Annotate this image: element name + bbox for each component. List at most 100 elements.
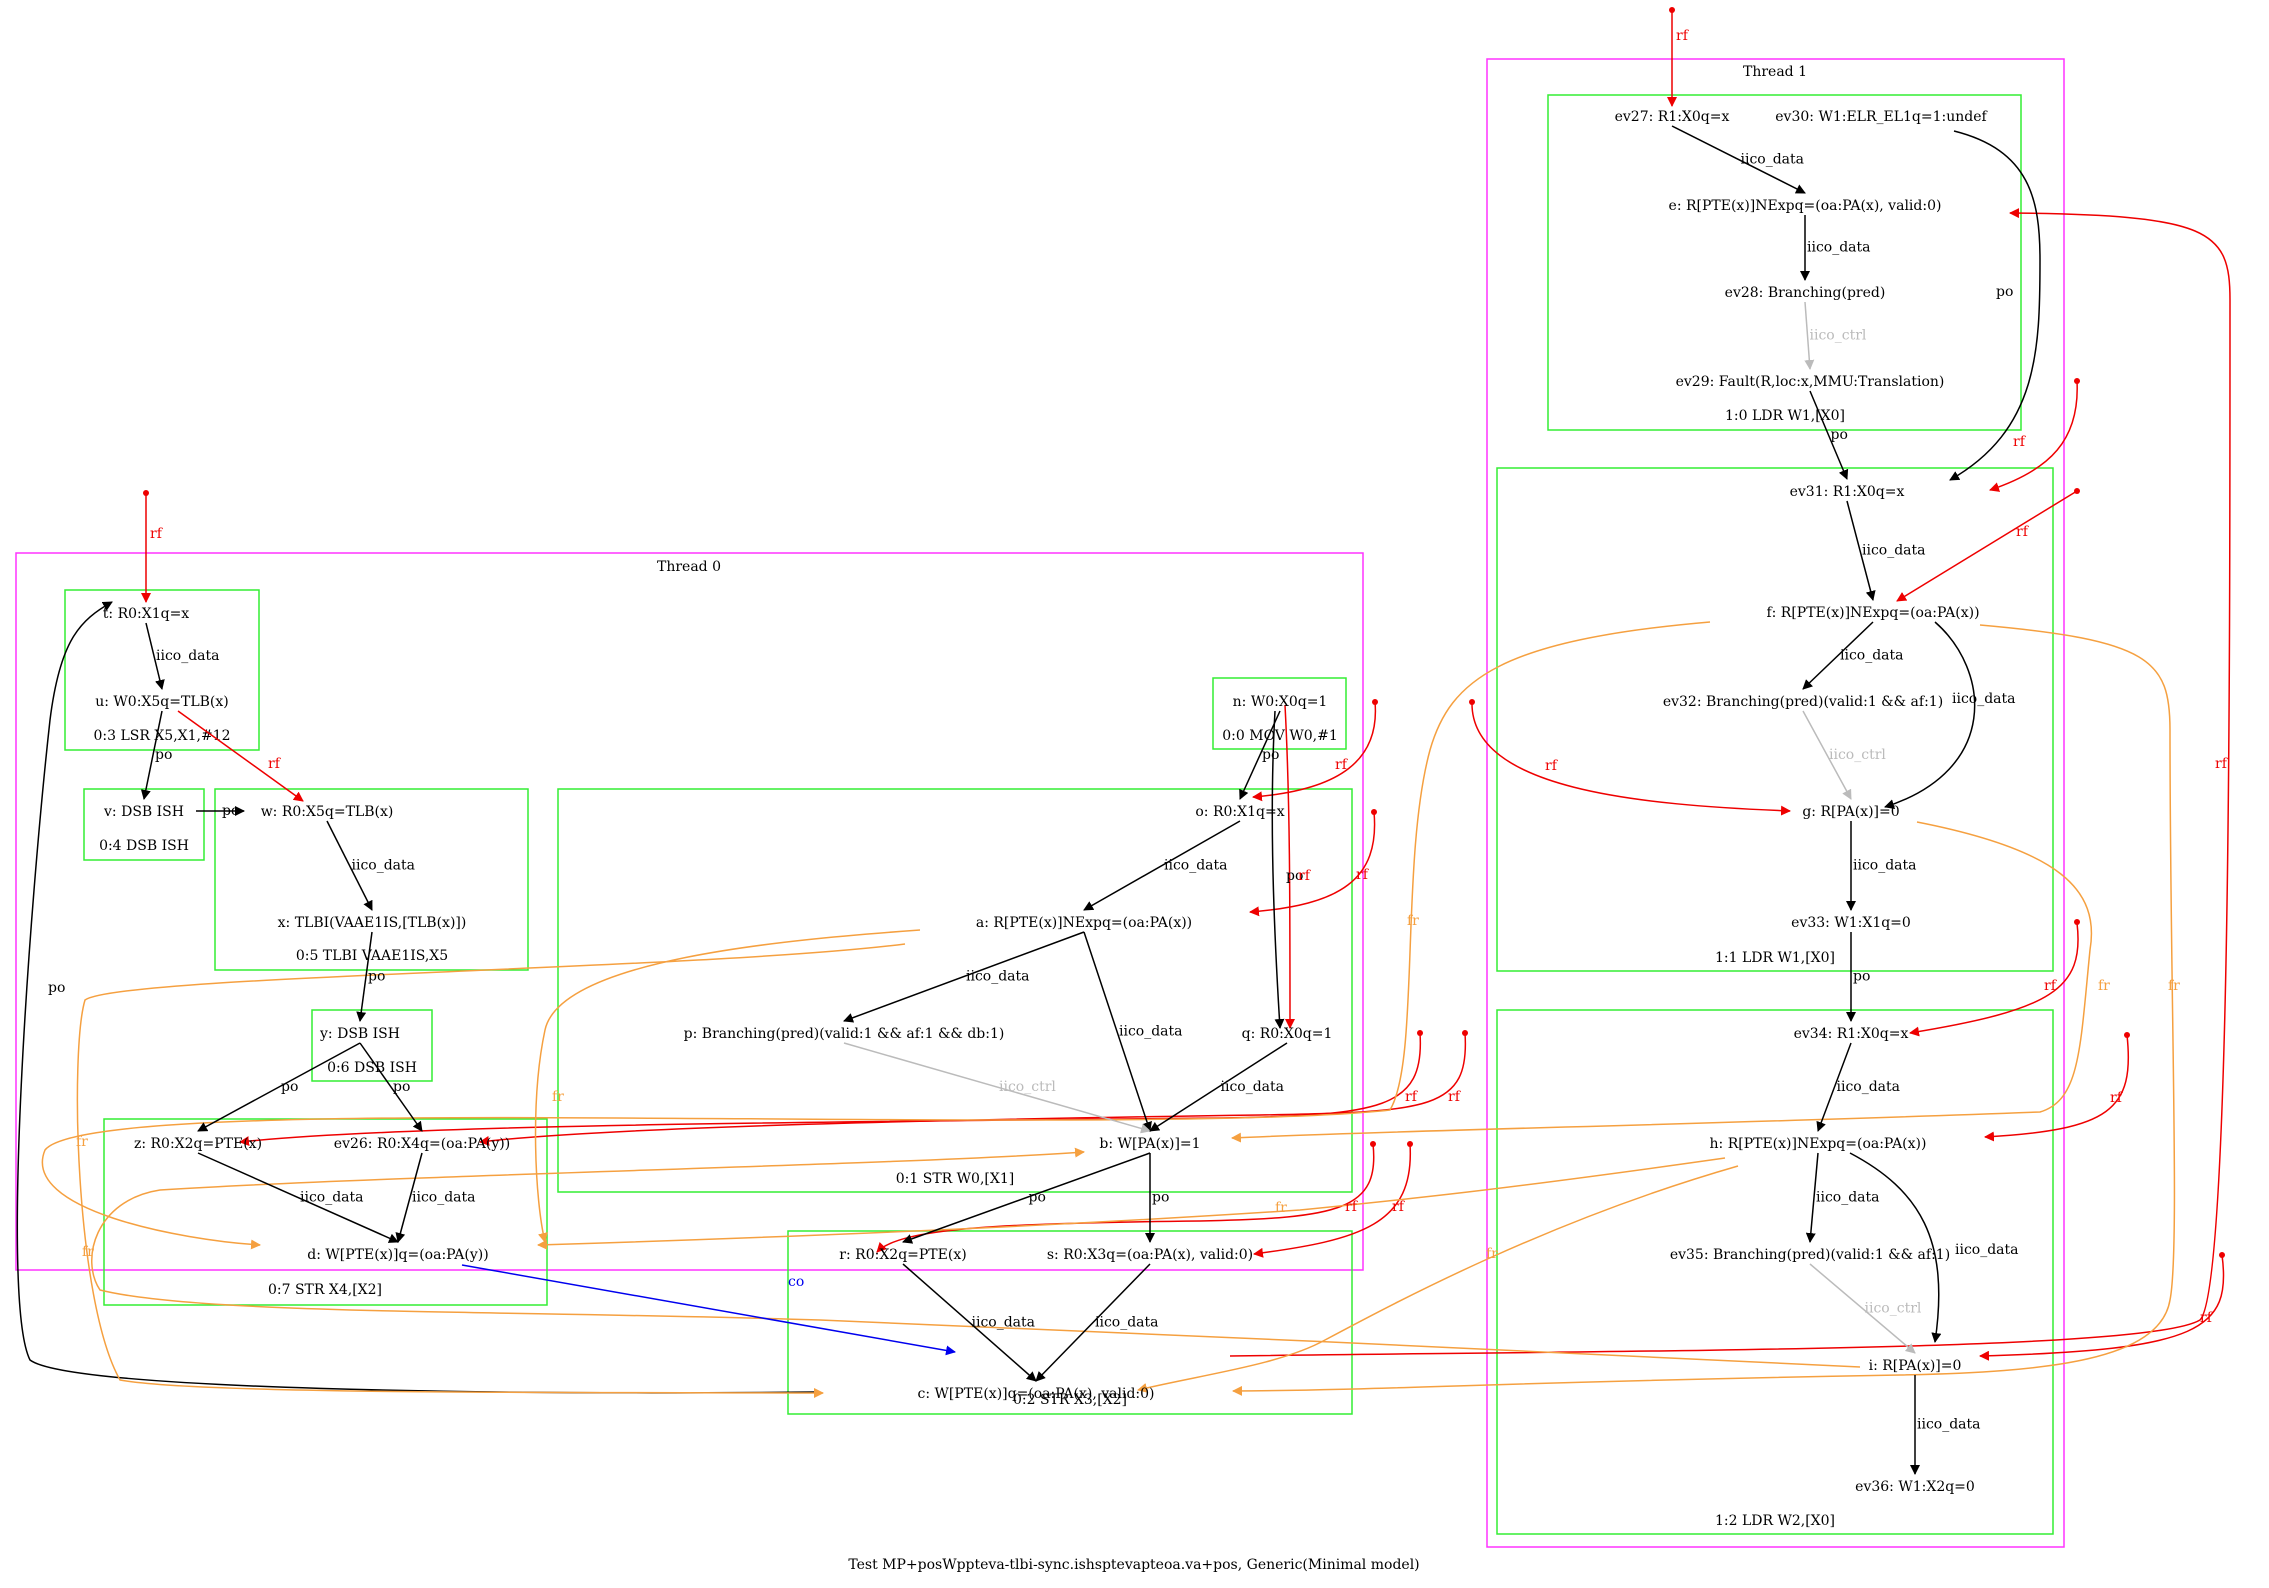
curved-edge-label-po-4: po <box>48 980 65 996</box>
curved-edge-label-fr-24: fr <box>76 1134 88 1150</box>
edge-iico_data-ev34-h <box>1816 1042 1852 1132</box>
edge-label-po-b-s: po <box>1152 1190 1169 1206</box>
instr-label-0-5: 0:5 TLBI VAAE1IS,X5 <box>296 948 448 964</box>
curved-edge-label-iico_data-2: iico_data <box>1955 1242 2019 1258</box>
edges <box>140 125 1920 1475</box>
edge-iico_data-h-ev35 <box>1805 1152 1819 1243</box>
curved-edge-label-rf-16: rf <box>2013 434 2027 450</box>
instr-cluster-0-6: 0:6 DSB ISH <box>311 1009 433 1082</box>
edge-iico_data-f-ev32 <box>1802 621 1874 690</box>
instr-label-0-0: 0:0 MOV W0,#1 <box>1222 728 1338 744</box>
edge-label-iico_data-e-ev28: iico_data <box>1807 240 1871 256</box>
edge-label-iico_data-a-p: iico_data <box>966 969 1030 985</box>
event-node-ev29: ev29: Fault(R,loc:x,MMU:Translation) <box>1676 374 1945 390</box>
edge-iico_data-ev26-d <box>395 1152 423 1243</box>
instr-label-0-6: 0:6 DSB ISH <box>327 1060 417 1076</box>
curved-edge-label-rf-15: rf <box>1676 28 1690 44</box>
event-node-ev27: ev27: R1:X0q=x <box>1615 109 1730 125</box>
edge-label-iico_data-ev31-f: iico_data <box>1862 543 1926 559</box>
event-node-ev33: ev33: W1:X1q=0 <box>1791 915 1911 931</box>
edge-label-iico_data-a-b: iico_data <box>1119 1024 1183 1040</box>
curved-edge-label-fr-26: fr <box>1407 913 1419 929</box>
rf-source-dots <box>143 7 2225 1258</box>
event-node-d: d: W[PTE(x)]q=(oa:PA(y)) <box>307 1247 488 1263</box>
event-node-w: w: R0:X5q=TLB(x) <box>261 804 394 820</box>
edge-label-iico_ctrl-ev28-ev29: iico_ctrl <box>1810 328 1867 344</box>
curved-edge-label-rf-10: rf <box>1298 868 1312 884</box>
edge-label-iico_data-ev27-e: iico_data <box>1741 152 1805 168</box>
instr-cluster-1-0: 1:0 LDR W1,[X0] <box>1547 94 2022 431</box>
edge-label-po-y-z: po <box>281 1079 298 1095</box>
edge-po-u-v <box>140 710 163 800</box>
event-node-b: b: W[PA(x)]=1 <box>1099 1136 1200 1152</box>
curved-edge-label-rf-14: rf <box>1392 1199 1406 1215</box>
instr-cluster-1-1: 1:1 LDR W1,[X0] <box>1496 467 2054 972</box>
edge-iico_data-w-x <box>326 820 373 911</box>
edge-label-po-ev29-ev31: po <box>1831 427 1848 443</box>
edge-iico_ctrl-ev28-ev29 <box>1804 301 1815 370</box>
event-node-x: x: TLBI(VAAE1IS,[TLB(x)]) <box>278 915 467 931</box>
thread-1-cluster: Thread 1 <box>1486 58 2065 1548</box>
event-node-ev26: ev26: R0:X4q=(oa:PA(y)) <box>334 1136 510 1152</box>
edge-po-x-y <box>356 931 373 1022</box>
edge-iico_data-z-d <box>197 1152 399 1243</box>
edge-iico_data-ev31-f <box>1846 500 1876 601</box>
edge-label-po-n-o: po <box>1262 747 1279 763</box>
edge-iico_data-q-b <box>1149 1042 1288 1132</box>
edge-label-iico_data-ev26-d: iico_data <box>412 1190 476 1206</box>
instr-cluster-1-2: 1:2 LDR W2,[X0] <box>1496 1009 2054 1535</box>
event-node-q: q: R0:X0q=1 <box>1242 1026 1333 1042</box>
edge-iico_data-s-c <box>1035 1263 1151 1382</box>
curved-edge-label-iico_data-1: iico_data <box>1952 691 2016 707</box>
event-node-s: s: R0:X3q=(oa:PA(x), valid:0) <box>1047 1247 1253 1263</box>
edge-po-b-r <box>902 1152 1151 1244</box>
edge-label-po-ev33-ev34: po <box>1853 969 1870 985</box>
curved-edge-label-fr-30: fr <box>1486 1246 1498 1262</box>
instr-label-0-1: 0:1 STR W0,[X1] <box>896 1171 1014 1187</box>
curved-edge-label-rf-9: rf <box>1356 867 1370 883</box>
edge-label-po-v-w: po <box>222 803 239 819</box>
curved-edge-label-rf-20: rf <box>2110 1090 2124 1106</box>
event-node-u: u: W0:X5q=TLB(x) <box>95 694 229 710</box>
event-node-ev35: ev35: Branching(pred)(valid:1 && af:1) <box>1670 1247 1950 1263</box>
edge-label-po-b-r: po <box>1029 1190 1046 1206</box>
instr-label-1-1: 1:1 LDR W1,[X0] <box>1715 950 1835 966</box>
edge-label-iico_ctrl-ev32-g: iico_ctrl <box>1829 747 1886 763</box>
event-node-h: h: R[PTE(x)]NExpq=(oa:PA(x)) <box>1710 1136 1927 1152</box>
edge-po-n-o <box>1239 710 1281 800</box>
event-node-i: i: R[PA(x)]=0 <box>1869 1358 1962 1374</box>
edge-iico_data-t-u <box>145 622 165 690</box>
edge-label-iico_data-i-ev36: iico_data <box>1917 1417 1981 1433</box>
instr-label-1-0: 1:0 LDR W1,[X0] <box>1725 408 1845 424</box>
curved-edge-label-rf-13: rf <box>1345 1199 1359 1215</box>
instr-cluster-0-3: 0:3 LSR X5,X1,#12 <box>64 589 260 751</box>
curved-edge-label-rf-12: rf <box>1448 1089 1462 1105</box>
event-node-v: v: DSB ISH <box>103 804 184 820</box>
event-node-n: n: W0:X0q=1 <box>1233 694 1328 710</box>
edge-label-iico_data-g-ev33: iico_data <box>1853 858 1917 874</box>
edge-po-y-ev26 <box>359 1042 423 1132</box>
instr-cluster-0-1: 0:1 STR W0,[X1] <box>557 788 1353 1193</box>
curved-edge-label-rf-8: rf <box>1335 757 1349 773</box>
instr-label-0-2: 0:2 STR X3,[X2] <box>1013 1392 1127 1408</box>
edge-label-iico_data-w-x: iico_data <box>352 858 416 874</box>
edge-iico_data-r-c <box>902 1263 1037 1382</box>
event-node-y: y: DSB ISH <box>319 1026 400 1042</box>
edge-label-po-u-v: po <box>155 747 172 763</box>
event-node-z: z: R0:X2q=PTE(x) <box>134 1136 262 1152</box>
edge-label-iico_data-q-b: iico_data <box>1221 1079 1285 1095</box>
event-node-ev36: ev36: W1:X2q=0 <box>1855 1479 1975 1495</box>
edge-label-iico_data-h-ev35: iico_data <box>1816 1190 1880 1206</box>
thread-0-title: Thread 0 <box>657 559 721 575</box>
event-node-f: f: R[PTE(x)]NExpq=(oa:PA(x)) <box>1766 605 1979 621</box>
instr-label-0-7: 0:7 STR X4,[X2] <box>268 1282 382 1298</box>
instr-cluster-0-5: 0:5 TLBI VAAE1IS,X5 <box>214 788 529 971</box>
edge-iico_data-ev27-e <box>1671 125 1806 194</box>
edge-label-iico_data-f-ev32: iico_data <box>1840 648 1904 664</box>
edge-label-iico_data-s-c: iico_data <box>1095 1315 1159 1331</box>
instr-label-1-2: 1:2 LDR W2,[X0] <box>1715 1513 1835 1529</box>
event-node-e: e: R[PTE(x)]NExpq=(oa:PA(x), valid:0) <box>1669 198 1942 214</box>
curved-edge-label-fr-27: fr <box>2098 978 2110 994</box>
